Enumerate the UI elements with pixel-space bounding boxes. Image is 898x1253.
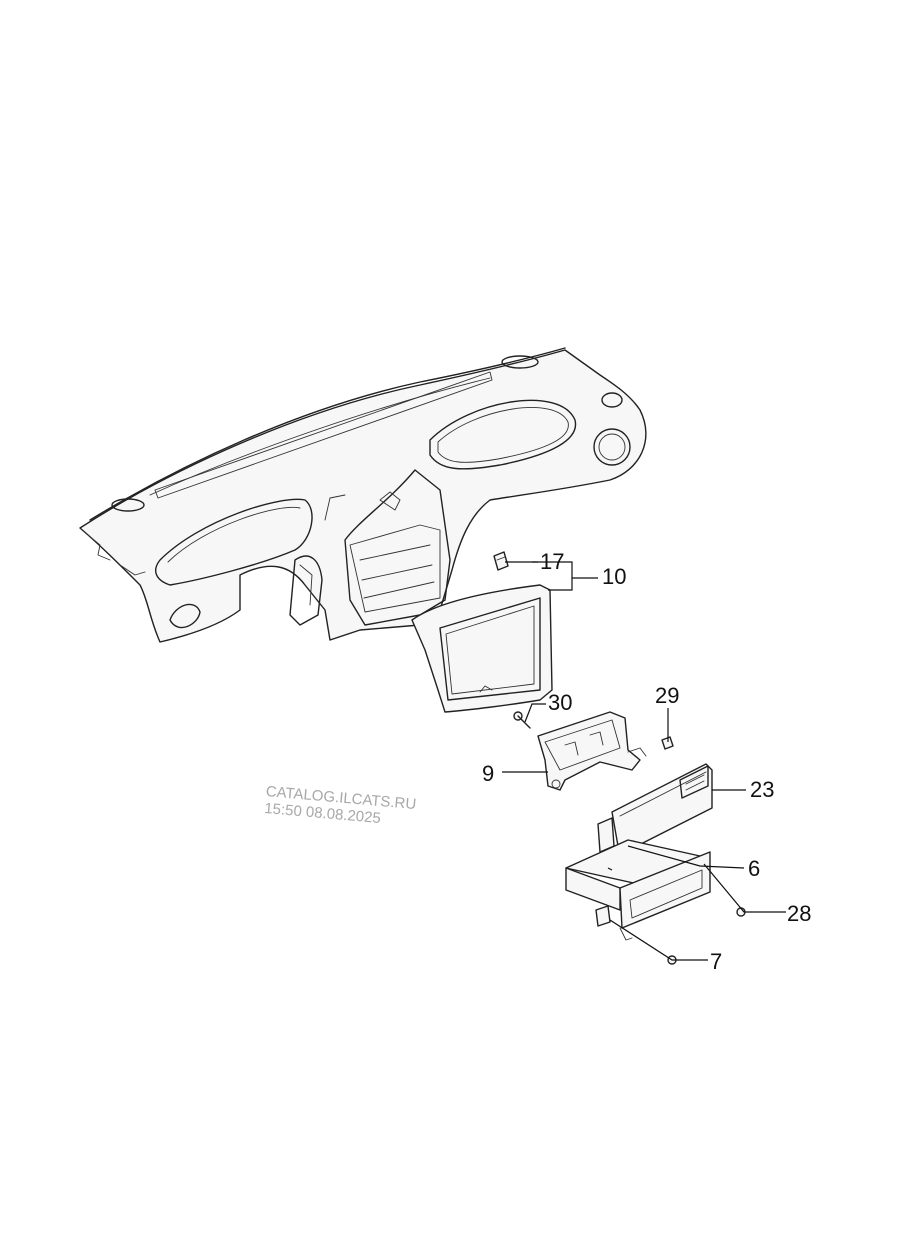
callout-29: 29	[655, 683, 679, 708]
part-30-screw	[513, 711, 531, 729]
leader-lines	[502, 561, 786, 961]
callout-10: 10	[602, 564, 626, 589]
callout-9: 9	[482, 761, 494, 786]
callout-6: 6	[748, 856, 760, 881]
callout-23: 23	[750, 777, 774, 802]
part-6-tray	[565, 839, 711, 941]
instrument-panel	[79, 347, 647, 643]
watermark: CATALOG.ILCATS.RU 15:50 08.08.2025	[264, 783, 417, 827]
callout-30: 30	[548, 690, 572, 715]
part-17-clip	[493, 551, 509, 571]
callout-labels: 17 10 30 29 9 23 6 28 7	[482, 549, 811, 974]
part-23-trim	[597, 763, 713, 853]
callout-28: 28	[787, 901, 811, 926]
part-10-center-bezel	[411, 584, 553, 713]
part-9-bracket	[537, 711, 647, 791]
callout-17: 17	[540, 549, 564, 574]
callout-7: 7	[710, 949, 722, 974]
part-29-nut	[661, 736, 674, 750]
